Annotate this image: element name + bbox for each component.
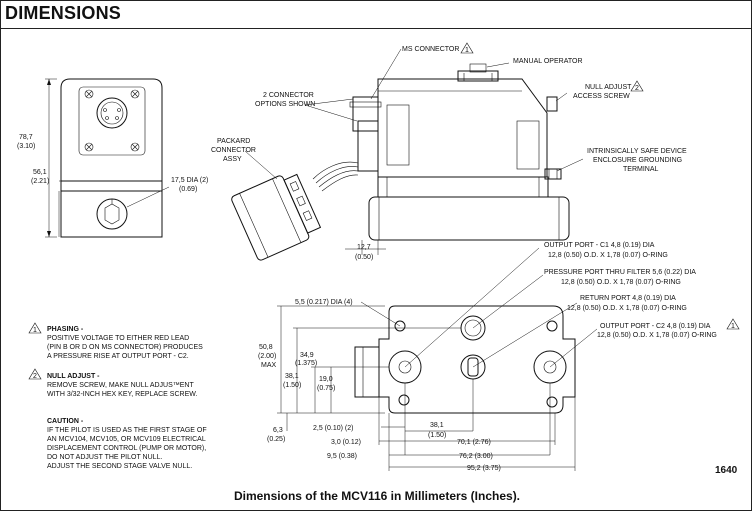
dim-50-8: 50,8: [259, 344, 273, 351]
null-adjust-label-2: ACCESS SCREW: [573, 93, 630, 100]
warning-triangle-1-icon: [460, 42, 474, 54]
packard-label-2: CONNECTOR: [211, 147, 256, 154]
dim-9-5: 9,5 (0.38): [327, 453, 357, 460]
note-1-number: 1: [33, 327, 37, 334]
dim-34-9-in: (1.375): [295, 360, 317, 367]
bottom-view: [277, 247, 598, 471]
dim-hole-dia: 5,5 (0.217) DIA (4): [295, 299, 353, 306]
null-adjust-label-1: NULL ADJUST: [585, 84, 632, 91]
note-2-triangle-icon: [28, 368, 42, 380]
notes-block: 1 PHASING - POSITIVE VOLTAGE TO EITHER R…: [28, 322, 207, 470]
caution-line-2: AN MCV104, MCV105, OR MCV109 ELECTRICAL: [47, 436, 206, 443]
note-2-line-2: WITH 3/32-INCH HEX KEY, REPLACE SCREW.: [47, 391, 197, 398]
warning-triangle-2-icon: [630, 80, 644, 92]
dim-76-2: 76,2 (3.00): [459, 453, 493, 460]
note-2-number: 2: [33, 373, 37, 380]
side-view: [45, 78, 170, 238]
warning-triangle-1-number: 1: [465, 47, 469, 54]
dim-17-5-dia-in: (0.69): [179, 186, 197, 193]
caution-line-5: ADJUST THE SECOND STAGE VALVE NULL.: [47, 463, 192, 470]
dim-6-3-in: (0.25): [267, 436, 285, 443]
packard-label-1: PACKARD: [217, 138, 250, 145]
dim-56-1: 56,1: [33, 169, 47, 176]
output-c2-label-2: 12,8 (0.50) O.D. X 1,78 (0.07) O-RING: [597, 332, 717, 339]
dim-2-5: 2,5 (0.10) (2): [313, 425, 353, 432]
connector-options-label-2: OPTIONS SHOWN: [255, 101, 315, 108]
return-port-label-2: 12,8 (0.50) O.D. X 1,78 (0.07) O-RING: [567, 305, 687, 312]
dim-95-2: 95,2 (3.75): [467, 465, 501, 472]
dim-19-0-in: (0.75): [317, 385, 335, 392]
dim-38-1-v-in: (1.50): [283, 382, 301, 389]
connector-options-label-1: 2 CONNECTOR: [263, 92, 314, 99]
dim-38-1-h: 38,1: [430, 422, 444, 429]
dim-12-7: 12,7: [357, 244, 371, 251]
figure-caption: Dimensions of the MCV116 in Millimeters …: [234, 489, 520, 503]
note-2-line-1: REMOVE SCREW, MAKE NULL ADJUS™ENT: [47, 382, 194, 389]
front-view: [304, 48, 584, 255]
note-1-line-3: A PRESSURE RISE AT OUTPUT PORT - C2.: [47, 353, 189, 360]
manual-operator-label: MANUAL OPERATOR: [513, 58, 583, 65]
dim-78-7: 78,7: [19, 134, 33, 141]
output-c1-label-1: OUTPUT PORT - C1 4,8 (0.19) DIA: [544, 242, 655, 249]
note-2-title: NULL ADJUST -: [47, 373, 100, 380]
caution-line-1: IF THE PILOT IS USED AS THE FIRST STAGE …: [47, 427, 207, 434]
intrinsic-label-1: INTRINSICALLY SAFE DEVICE: [587, 148, 687, 155]
note-1-line-1: POSITIVE VOLTAGE TO EITHER RED LEAD: [47, 335, 189, 342]
intrinsic-label-3: TERMINAL: [623, 166, 659, 173]
dim-max: MAX: [261, 362, 277, 369]
section-header: DIMENSIONS: [1, 1, 751, 29]
dim-70-1: 70,1 (2.76): [457, 439, 491, 446]
ms-connector-label: MS CONNECTOR: [402, 46, 459, 53]
dim-50-8-in: (2.00): [258, 353, 276, 360]
caution-title: CAUTION -: [47, 418, 84, 425]
dim-12-7-in: (0.50): [355, 254, 373, 261]
dim-17-5-dia: 17,5 DIA (2): [171, 177, 208, 184]
warning-triangle-1b-number: 1: [731, 323, 735, 330]
note-1-triangle-icon: [28, 322, 42, 334]
note-1-title: PHASING -: [47, 326, 84, 333]
dim-6-3: 6,3: [273, 427, 283, 434]
dim-38-1-v: 38,1: [285, 373, 299, 380]
caution-line-4: DO NOT ADJUST THE PILOT NULL.: [47, 454, 162, 461]
output-c2-label-1: OUTPUT PORT - C2 4,8 (0.19) DIA: [600, 323, 711, 330]
dim-56-1-in: (2.21): [31, 178, 49, 185]
dim-78-7-in: (3.10): [17, 143, 35, 150]
packard-label-3: ASSY: [223, 156, 242, 163]
pressure-port-label-2: 12,8 (0.50) O.D. X 1,78 (0.07) O-RING: [561, 279, 681, 286]
intrinsic-label-2: ENCLOSURE GROUNDING: [593, 157, 682, 164]
packard-connector-assy: [231, 150, 359, 261]
dim-19-0: 19,0: [319, 376, 333, 383]
section-title: DIMENSIONS: [5, 3, 122, 23]
note-1-line-2: (PIN B OR D ON MS CONNECTOR) PRODUCES: [47, 344, 203, 351]
figure-number: 1640: [715, 465, 738, 476]
return-port-label-1: RETURN PORT 4,8 (0.19) DIA: [580, 295, 676, 302]
pressure-port-label-1: PRESSURE PORT THRU FILTER 5,6 (0.22) DIA: [544, 269, 696, 276]
output-c1-label-2: 12,8 (0.50) O.D. X 1,78 (0.07) O-RING: [548, 252, 668, 259]
caution-line-3: DISPLACEMENT CONTROL (PUMP OR MOTOR),: [47, 445, 206, 452]
dim-34-9: 34,9: [300, 352, 314, 359]
warning-triangle-1b-icon: [726, 318, 740, 330]
dim-3-0: 3,0 (0.12): [331, 439, 361, 446]
dim-38-1-h-in: (1.50): [428, 432, 446, 439]
warning-triangle-2-number: 2: [635, 85, 639, 92]
